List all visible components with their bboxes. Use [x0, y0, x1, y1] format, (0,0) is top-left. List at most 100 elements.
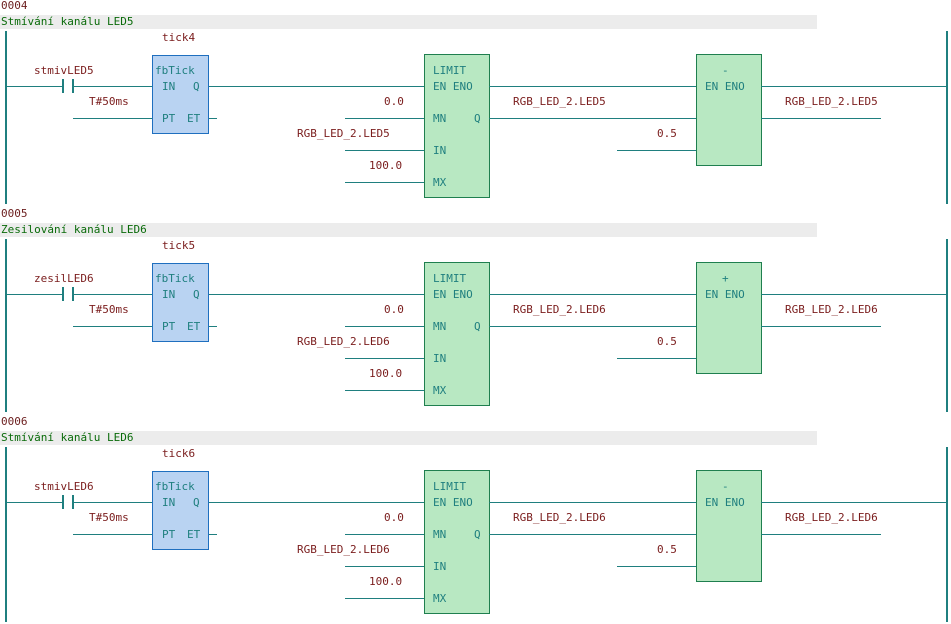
wire-tick-limit [209, 86, 425, 87]
limit-block[interactable]: LIMIT EN ENO MN Q IN MX [424, 262, 490, 406]
wire-math-out [761, 118, 881, 119]
pt-value[interactable]: T#50ms [89, 511, 129, 524]
limit-mx-pin: MX [433, 384, 447, 397]
wire-in [345, 150, 425, 151]
fbtick-block[interactable]: fbTick IN Q PT ET [152, 471, 209, 550]
limit-mx-value[interactable]: 100.0 [369, 575, 403, 588]
wire-mx [345, 390, 425, 391]
wire-math-in2 [617, 150, 696, 151]
fbtick-et-pin: ET [187, 528, 201, 541]
rung-0005[interactable]: 0005 Zesilování kanálu LED6 tick5 zesilL… [0, 208, 951, 416]
math-output-var[interactable]: RGB_LED_2.LED6 [785, 511, 878, 524]
fbtick-block[interactable]: fbTick IN Q PT ET [152, 263, 209, 342]
limit-output-var[interactable]: RGB_LED_2.LED5 [513, 95, 606, 108]
fbtick-pt-pin: PT [162, 528, 176, 541]
wire-math-eno [761, 86, 946, 87]
math-in2-value[interactable]: 0.5 [657, 543, 677, 556]
limit-en-eno: EN ENO [433, 496, 473, 509]
wire-limit-math-en [489, 502, 696, 503]
rung-number: 0004 [1, 0, 28, 12]
wire-limit-math-en [489, 294, 696, 295]
math-output-var[interactable]: RGB_LED_2.LED5 [785, 95, 878, 108]
wire-limit-math-en [489, 86, 696, 87]
contact-right-bar[interactable] [72, 79, 74, 93]
math-op: + [722, 272, 729, 285]
contact-left-bar[interactable] [62, 495, 64, 509]
pt-value[interactable]: T#50ms [89, 303, 129, 316]
rung-number: 0006 [1, 415, 28, 428]
contact-variable[interactable]: stmivLED6 [34, 480, 94, 493]
limit-type: LIMIT [433, 480, 467, 493]
limit-mn-value[interactable]: 0.0 [384, 511, 404, 524]
wire-tick-limit [209, 502, 425, 503]
math-in2-value[interactable]: 0.5 [657, 335, 677, 348]
rung-number: 0005 [1, 207, 28, 220]
wire-mn [345, 326, 425, 327]
limit-block[interactable]: LIMIT EN ENO MN Q IN MX [424, 470, 490, 614]
limit-output-var[interactable]: RGB_LED_2.LED6 [513, 303, 606, 316]
wire-limit-out [489, 326, 696, 327]
wire-contact-tick [74, 86, 152, 87]
fbtick-pt-pin: PT [162, 320, 176, 333]
rung-0006[interactable]: 0006 Stmívání kanálu LED6 tick6 stmivLED… [0, 416, 951, 624]
rung-comment-bar [0, 223, 817, 237]
limit-in-pin: IN [433, 560, 447, 573]
limit-in-value[interactable]: RGB_LED_2.LED6 [297, 335, 390, 348]
limit-en-eno: EN ENO [433, 80, 473, 93]
limit-q-pin: Q [474, 112, 481, 125]
contact-right-bar[interactable] [72, 287, 74, 301]
limit-mx-pin: MX [433, 592, 447, 605]
contact-variable[interactable]: zesilLED6 [34, 272, 94, 285]
wire-rail-contact [7, 502, 62, 503]
contact-right-bar[interactable] [72, 495, 74, 509]
wire-math-out [761, 326, 881, 327]
math-output-var[interactable]: RGB_LED_2.LED6 [785, 303, 878, 316]
limit-in-pin: IN [433, 144, 447, 157]
wire-math-eno [761, 502, 946, 503]
wire-math-out [761, 534, 881, 535]
limit-mn-pin: MN [433, 112, 447, 125]
limit-mx-value[interactable]: 100.0 [369, 367, 403, 380]
sub-block[interactable]: - EN ENO [696, 470, 762, 582]
fbtick-q-pin: Q [193, 496, 200, 509]
rung-0004[interactable]: 0004 Stmívání kanálu LED5 tick4 stmivLED… [0, 0, 951, 208]
limit-in-value[interactable]: RGB_LED_2.LED6 [297, 543, 390, 556]
sub-block[interactable]: - EN ENO [696, 54, 762, 166]
wire-et-stub [209, 534, 217, 535]
wire-limit-out [489, 534, 696, 535]
limit-q-pin: Q [474, 528, 481, 541]
rung-comment[interactable]: Stmívání kanálu LED6 [1, 431, 134, 444]
wire-limit-out [489, 118, 696, 119]
fbtick-q-pin: Q [193, 288, 200, 301]
rung-comment[interactable]: Zesilování kanálu LED6 [1, 223, 147, 236]
contact-left-bar[interactable] [62, 79, 64, 93]
wire-et-stub [209, 118, 217, 119]
limit-block[interactable]: LIMIT EN ENO MN Q IN MX [424, 54, 490, 198]
add-block[interactable]: + EN ENO [696, 262, 762, 374]
limit-type: LIMIT [433, 272, 467, 285]
right-power-rail [946, 239, 948, 412]
contact-left-bar[interactable] [62, 287, 64, 301]
fbtick-type: fbTick [155, 64, 195, 77]
fbtick-q-pin: Q [193, 80, 200, 93]
tick-instance-name[interactable]: tick5 [162, 239, 196, 252]
wire-rail-contact [7, 86, 62, 87]
wire-contact-tick [74, 294, 152, 295]
rung-comment-bar [0, 15, 817, 29]
rung-comment[interactable]: Stmívání kanálu LED5 [1, 15, 134, 28]
wire-in [345, 358, 425, 359]
wire-in [345, 566, 425, 567]
contact-variable[interactable]: stmivLED5 [34, 64, 94, 77]
limit-mn-value[interactable]: 0.0 [384, 95, 404, 108]
tick-instance-name[interactable]: tick4 [162, 31, 196, 44]
math-op: - [722, 480, 729, 493]
wire-et-stub [209, 326, 217, 327]
fbtick-block[interactable]: fbTick IN Q PT ET [152, 55, 209, 134]
limit-mx-value[interactable]: 100.0 [369, 159, 403, 172]
math-in2-value[interactable]: 0.5 [657, 127, 677, 140]
pt-value[interactable]: T#50ms [89, 95, 129, 108]
limit-output-var[interactable]: RGB_LED_2.LED6 [513, 511, 606, 524]
limit-mn-value[interactable]: 0.0 [384, 303, 404, 316]
tick-instance-name[interactable]: tick6 [162, 447, 196, 460]
limit-in-value[interactable]: RGB_LED_2.LED5 [297, 127, 390, 140]
